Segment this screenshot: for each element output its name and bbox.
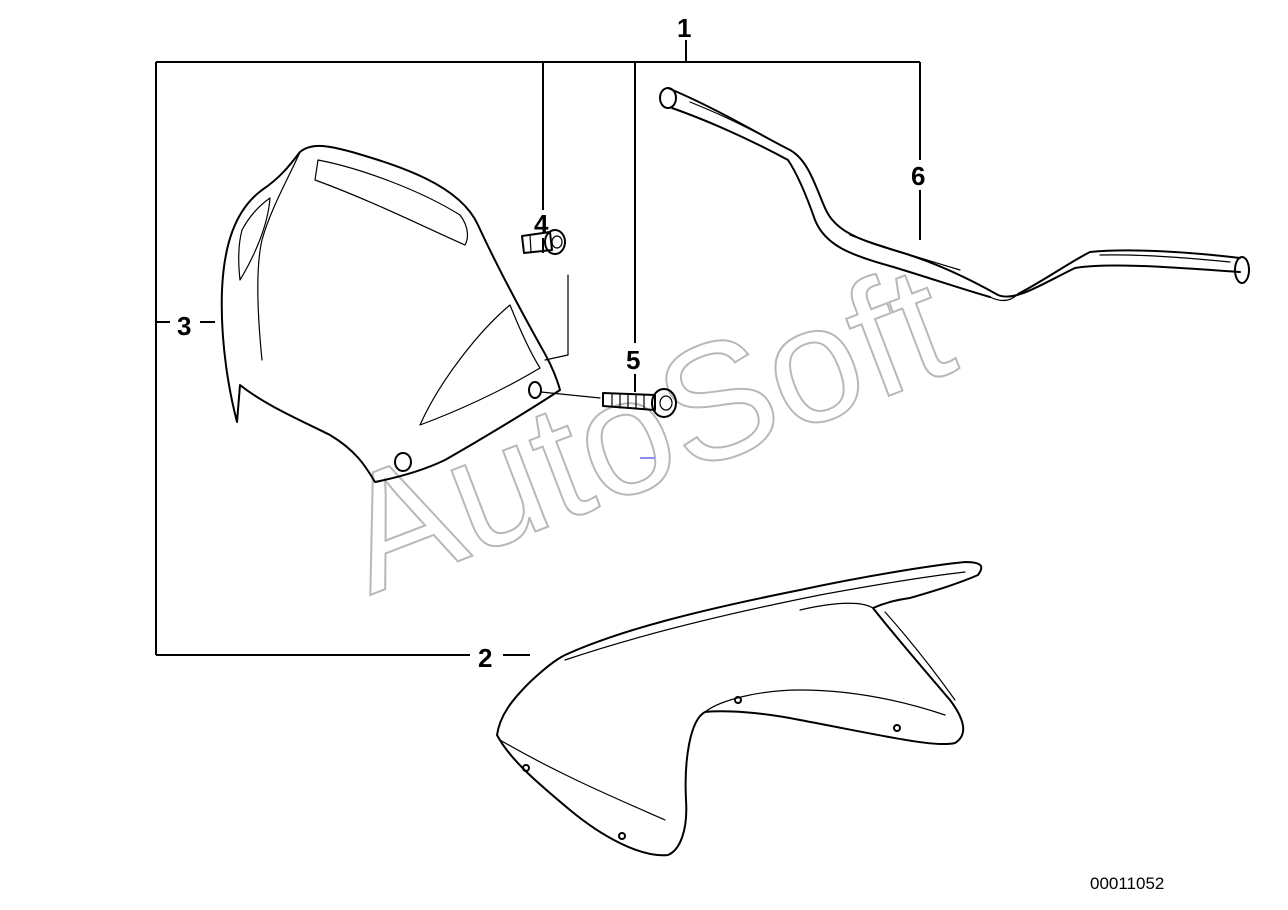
assembly-bracket bbox=[155, 40, 921, 656]
watermark-text: AutoSoft bbox=[317, 229, 974, 628]
callout-1: 1 bbox=[677, 13, 691, 43]
windshield-large bbox=[496, 561, 983, 857]
drawing-number: 00011052 bbox=[1090, 874, 1165, 893]
callout-6: 6 bbox=[911, 161, 925, 191]
callout-3: 3 bbox=[177, 311, 191, 341]
callout-4: 4 bbox=[534, 209, 549, 239]
grommet-nut bbox=[521, 229, 566, 255]
callout-5: 5 bbox=[626, 345, 640, 375]
handlebar bbox=[659, 87, 1250, 301]
windshield-small bbox=[220, 145, 601, 483]
screw bbox=[602, 388, 677, 418]
callout-2: 2 bbox=[478, 643, 492, 673]
